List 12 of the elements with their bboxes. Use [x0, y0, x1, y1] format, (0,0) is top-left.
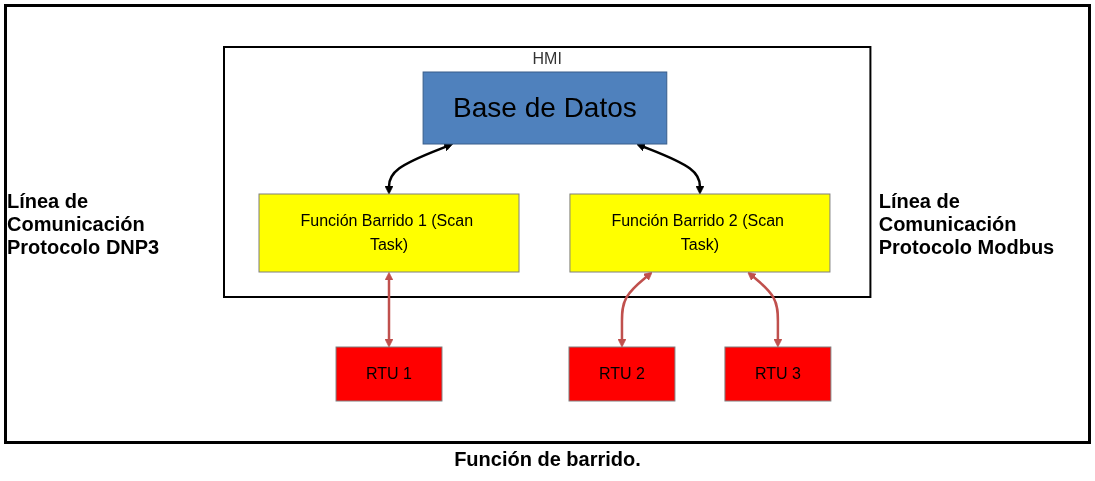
- node-box: RTU 2: [568, 346, 676, 402]
- arrow: [384, 272, 394, 348]
- arrow: [747, 271, 783, 348]
- node-box: RTU 3: [724, 346, 832, 402]
- node-box: Función Barrido 2 (Scan Task): [569, 193, 831, 273]
- node-box: RTU 1: [335, 346, 443, 402]
- node-box: Base de Datos: [422, 71, 668, 145]
- line-label: Línea de Comunicación Protocolo Modbus: [878, 189, 1056, 259]
- node-box: Función Barrido 1 (Scan Task): [258, 193, 520, 273]
- line-label: Línea de Comunicación Protocolo DNP3: [7, 189, 161, 259]
- caption: Función de barrido.: [453, 448, 642, 471]
- arrow: [617, 271, 653, 348]
